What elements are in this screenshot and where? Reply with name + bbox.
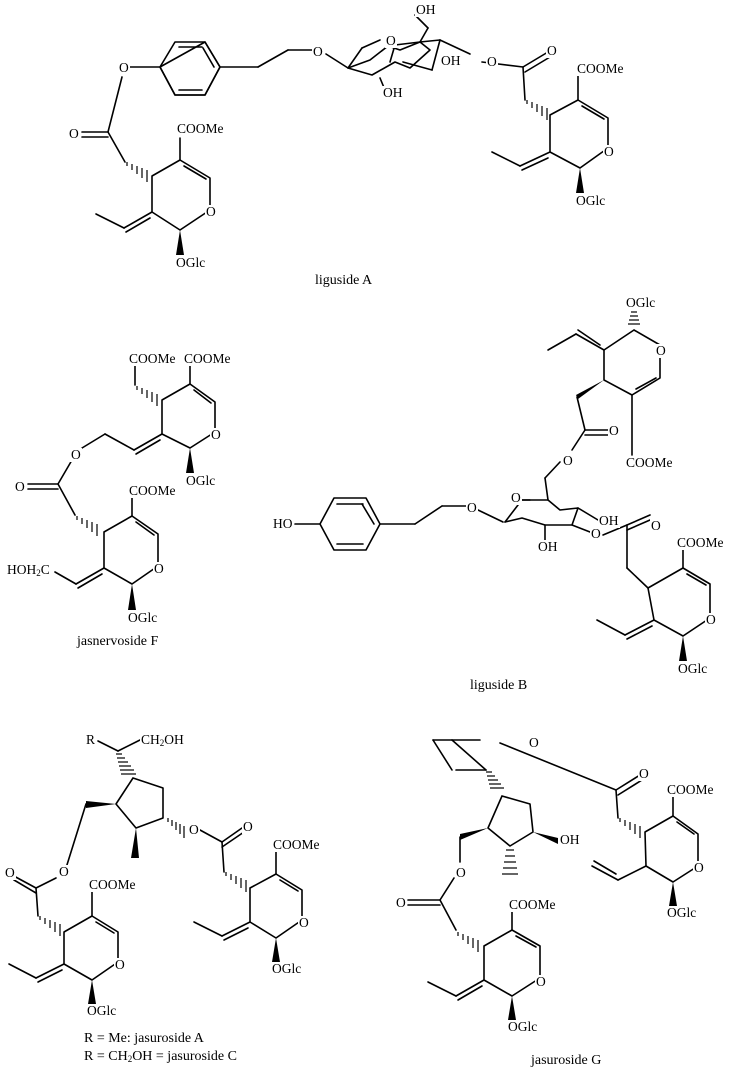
atom-coome-label: COOMe	[183, 351, 232, 366]
atom-oh-label: OH	[598, 513, 620, 528]
atom-o-label: O	[638, 766, 650, 781]
atom-hoh2c-label: HOH2C	[6, 562, 51, 580]
atom-o-label: O	[312, 44, 324, 59]
atom-o-label: O	[510, 490, 522, 505]
liguside-a-bonds	[81, 14, 609, 255]
atom-oglc-label: OGlc	[677, 661, 709, 676]
atom-oglc-label: OGlc	[575, 193, 607, 208]
compound-name-liguside-a: liguside A	[315, 273, 373, 288]
compound-name-jasuroside-a: R = Me: jasuroside A	[84, 1031, 204, 1046]
atom-o-label: O	[4, 865, 16, 880]
atom-coome-label: COOMe	[128, 351, 177, 366]
atom-coome-label: COOMe	[176, 121, 225, 136]
atom-oh-label: OH	[382, 85, 404, 100]
atom-o-label: O	[205, 204, 217, 219]
atom-coome-label: COOMe	[676, 535, 725, 550]
atom-coome-label: COOMe	[128, 483, 177, 498]
atom-o-label: O	[298, 915, 310, 930]
atom-o-label: O	[188, 822, 200, 837]
atom-oglc-label: OGlc	[86, 1003, 118, 1018]
atom-o-label: O	[210, 427, 222, 442]
atom-o-label: O	[546, 43, 558, 58]
atom-oglc-label: OGlc	[185, 473, 217, 488]
jasuroside-g-bonds	[407, 739, 699, 1020]
atom-o-label: O	[608, 423, 620, 438]
atom-o-label: O	[535, 974, 547, 989]
compound-name-jasnervoside-f: jasnervoside F	[77, 634, 159, 649]
liguside-b-bonds	[294, 311, 711, 661]
atom-o-label: O	[153, 561, 165, 576]
atom-o-label: O	[693, 860, 705, 875]
atom-o-label: O	[68, 126, 80, 141]
atom-coome-label: COOMe	[272, 837, 321, 852]
atom-coome-label: COOMe	[666, 782, 715, 797]
atom-coome-label: COOMe	[625, 455, 674, 470]
atom-o-label: O	[114, 957, 126, 972]
compound-name-liguside-b: liguside B	[470, 678, 528, 693]
atom-o-label: O	[455, 865, 467, 880]
atom-o-label: O	[14, 479, 26, 494]
atom-o-label: O	[603, 144, 615, 159]
atom-oh-label: OH	[440, 53, 462, 68]
atom-o-label: O	[58, 864, 70, 879]
atom-o-label: O	[70, 447, 82, 462]
atom-r-label: R	[85, 732, 97, 747]
atom-coome-label: COOMe	[508, 897, 557, 912]
atom-oglc-label: OGlc	[666, 905, 698, 920]
atom-oh-label: OH	[559, 832, 581, 847]
atom-oglc-label: OGlc	[271, 961, 303, 976]
atom-ho-label: HO	[272, 516, 294, 531]
atom-coome-label: COOMe	[576, 61, 625, 76]
atom-o-label: O	[562, 453, 574, 468]
atom-o-label: O	[118, 60, 130, 75]
atom-ch2oh-label: CH2OH	[140, 732, 185, 750]
compound-name-jasuroside-g: jasuroside G	[531, 1053, 602, 1068]
atom-o-label: O	[466, 500, 478, 515]
atom-o-label: O	[705, 612, 717, 627]
atom-oh-label: OH	[415, 2, 437, 17]
atom-oh-label: OH	[537, 539, 559, 554]
atom-o-label: O	[395, 895, 407, 910]
atom-coome-label: COOMe	[88, 877, 137, 892]
atom-o-label: O	[486, 54, 498, 69]
atom-oglc-label: OGlc	[175, 255, 207, 270]
atom-oglc-label: OGlc	[507, 1019, 539, 1034]
atom-o-label: O	[590, 526, 602, 541]
atom-o-label: O	[385, 33, 397, 48]
jasuroside-ac-bonds	[8, 739, 303, 1004]
atom-o-label: O	[242, 819, 254, 834]
atom-oglc-label: OGlc	[127, 610, 159, 625]
atom-oglc-label: OGlc	[625, 295, 657, 310]
atom-o-label: O	[655, 343, 667, 358]
atom-o-label: O	[528, 735, 540, 750]
compound-name-jasuroside-c: R = CH2OH = jasuroside C	[84, 1049, 237, 1064]
atom-o-label: O	[650, 518, 662, 533]
